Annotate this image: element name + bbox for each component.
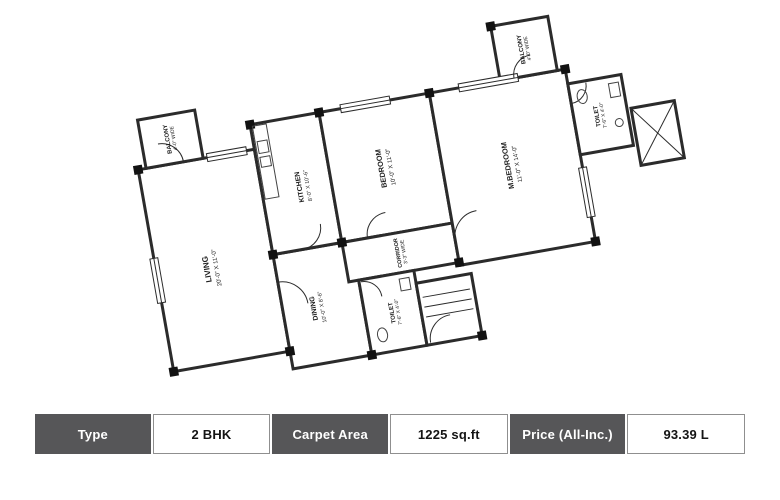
label-dining-name: DINING (309, 295, 320, 321)
label-toilet-right-name: TOILET (593, 105, 603, 127)
price-value-cell: 93.39 L (627, 414, 746, 454)
label-dining-dim: 10'-0" X 8'-6" (317, 291, 328, 323)
label-corridor-name: CORRIDOR (393, 238, 404, 269)
label-balcony-top: BALCONY 4'-0" WIDE (517, 34, 534, 64)
label-kitchen-dim: 8'-0" X 10'-6" (303, 169, 314, 201)
carpet-area-value-cell: 1225 sq.ft (390, 414, 508, 454)
carpet-area-label-cell: Carpet Area (272, 414, 389, 454)
price-label-cell: Price (All-Inc.) (509, 414, 626, 454)
floor-plan: LIVING 20'-0" X 11'-0" DINING 10'-0" X 8… (132, 14, 687, 377)
room-entry-foyer (414, 271, 484, 348)
label-balcony-left-dim: 4'-0" WIDE (169, 125, 179, 151)
label-corridor: CORRIDOR 3'-3" WIDE (393, 238, 410, 269)
info-table: Type 2 BHK Carpet Area 1225 sq.ft Price … (35, 414, 746, 454)
floor-plan-rotated-group: LIVING 20'-0" X 11'-0" DINING 10'-0" X 8… (132, 14, 687, 377)
label-balcony-top-name: BALCONY (517, 34, 528, 64)
label-balcony-left-name: BALCONY (163, 124, 174, 154)
toilet-right-fixtures (576, 81, 624, 128)
label-balcony-left: BALCONY 4'-0" WIDE (163, 124, 180, 154)
label-toilet-bottom-dim: 7'-6" X 4'-0" (394, 298, 404, 325)
label-corridor-dim: 3'-3" WIDE (399, 239, 409, 265)
type-value-cell: 2 BHK (152, 414, 271, 454)
label-toilet-right: TOILET 7'-6" X 4'-0" (593, 102, 609, 129)
window-markers (149, 72, 596, 305)
floor-plan-area: LIVING 20'-0" X 11'-0" DINING 10'-0" X 8… (132, 14, 687, 377)
door-arcs (157, 54, 587, 343)
label-balcony-top-dim: 4'-0" WIDE (523, 35, 533, 61)
label-toilet-bottom-name: TOILET (388, 301, 398, 323)
label-toilet-bottom: TOILET 7'-6" X 4'-0" (388, 298, 404, 325)
label-dining: DINING 10'-0" X 8'-6" (309, 291, 329, 323)
entry-steps (422, 288, 474, 318)
room-balcony-top (488, 14, 560, 83)
room-balcony-left (135, 108, 205, 171)
type-label-cell: Type (35, 414, 151, 454)
toilet-bottom-fixtures (376, 276, 412, 343)
column-markers (132, 21, 601, 377)
kitchen-counter (251, 123, 280, 200)
lift-duct-cross (630, 100, 685, 166)
label-toilet-right-dim: 7'-6" X 4'-0" (598, 102, 608, 129)
